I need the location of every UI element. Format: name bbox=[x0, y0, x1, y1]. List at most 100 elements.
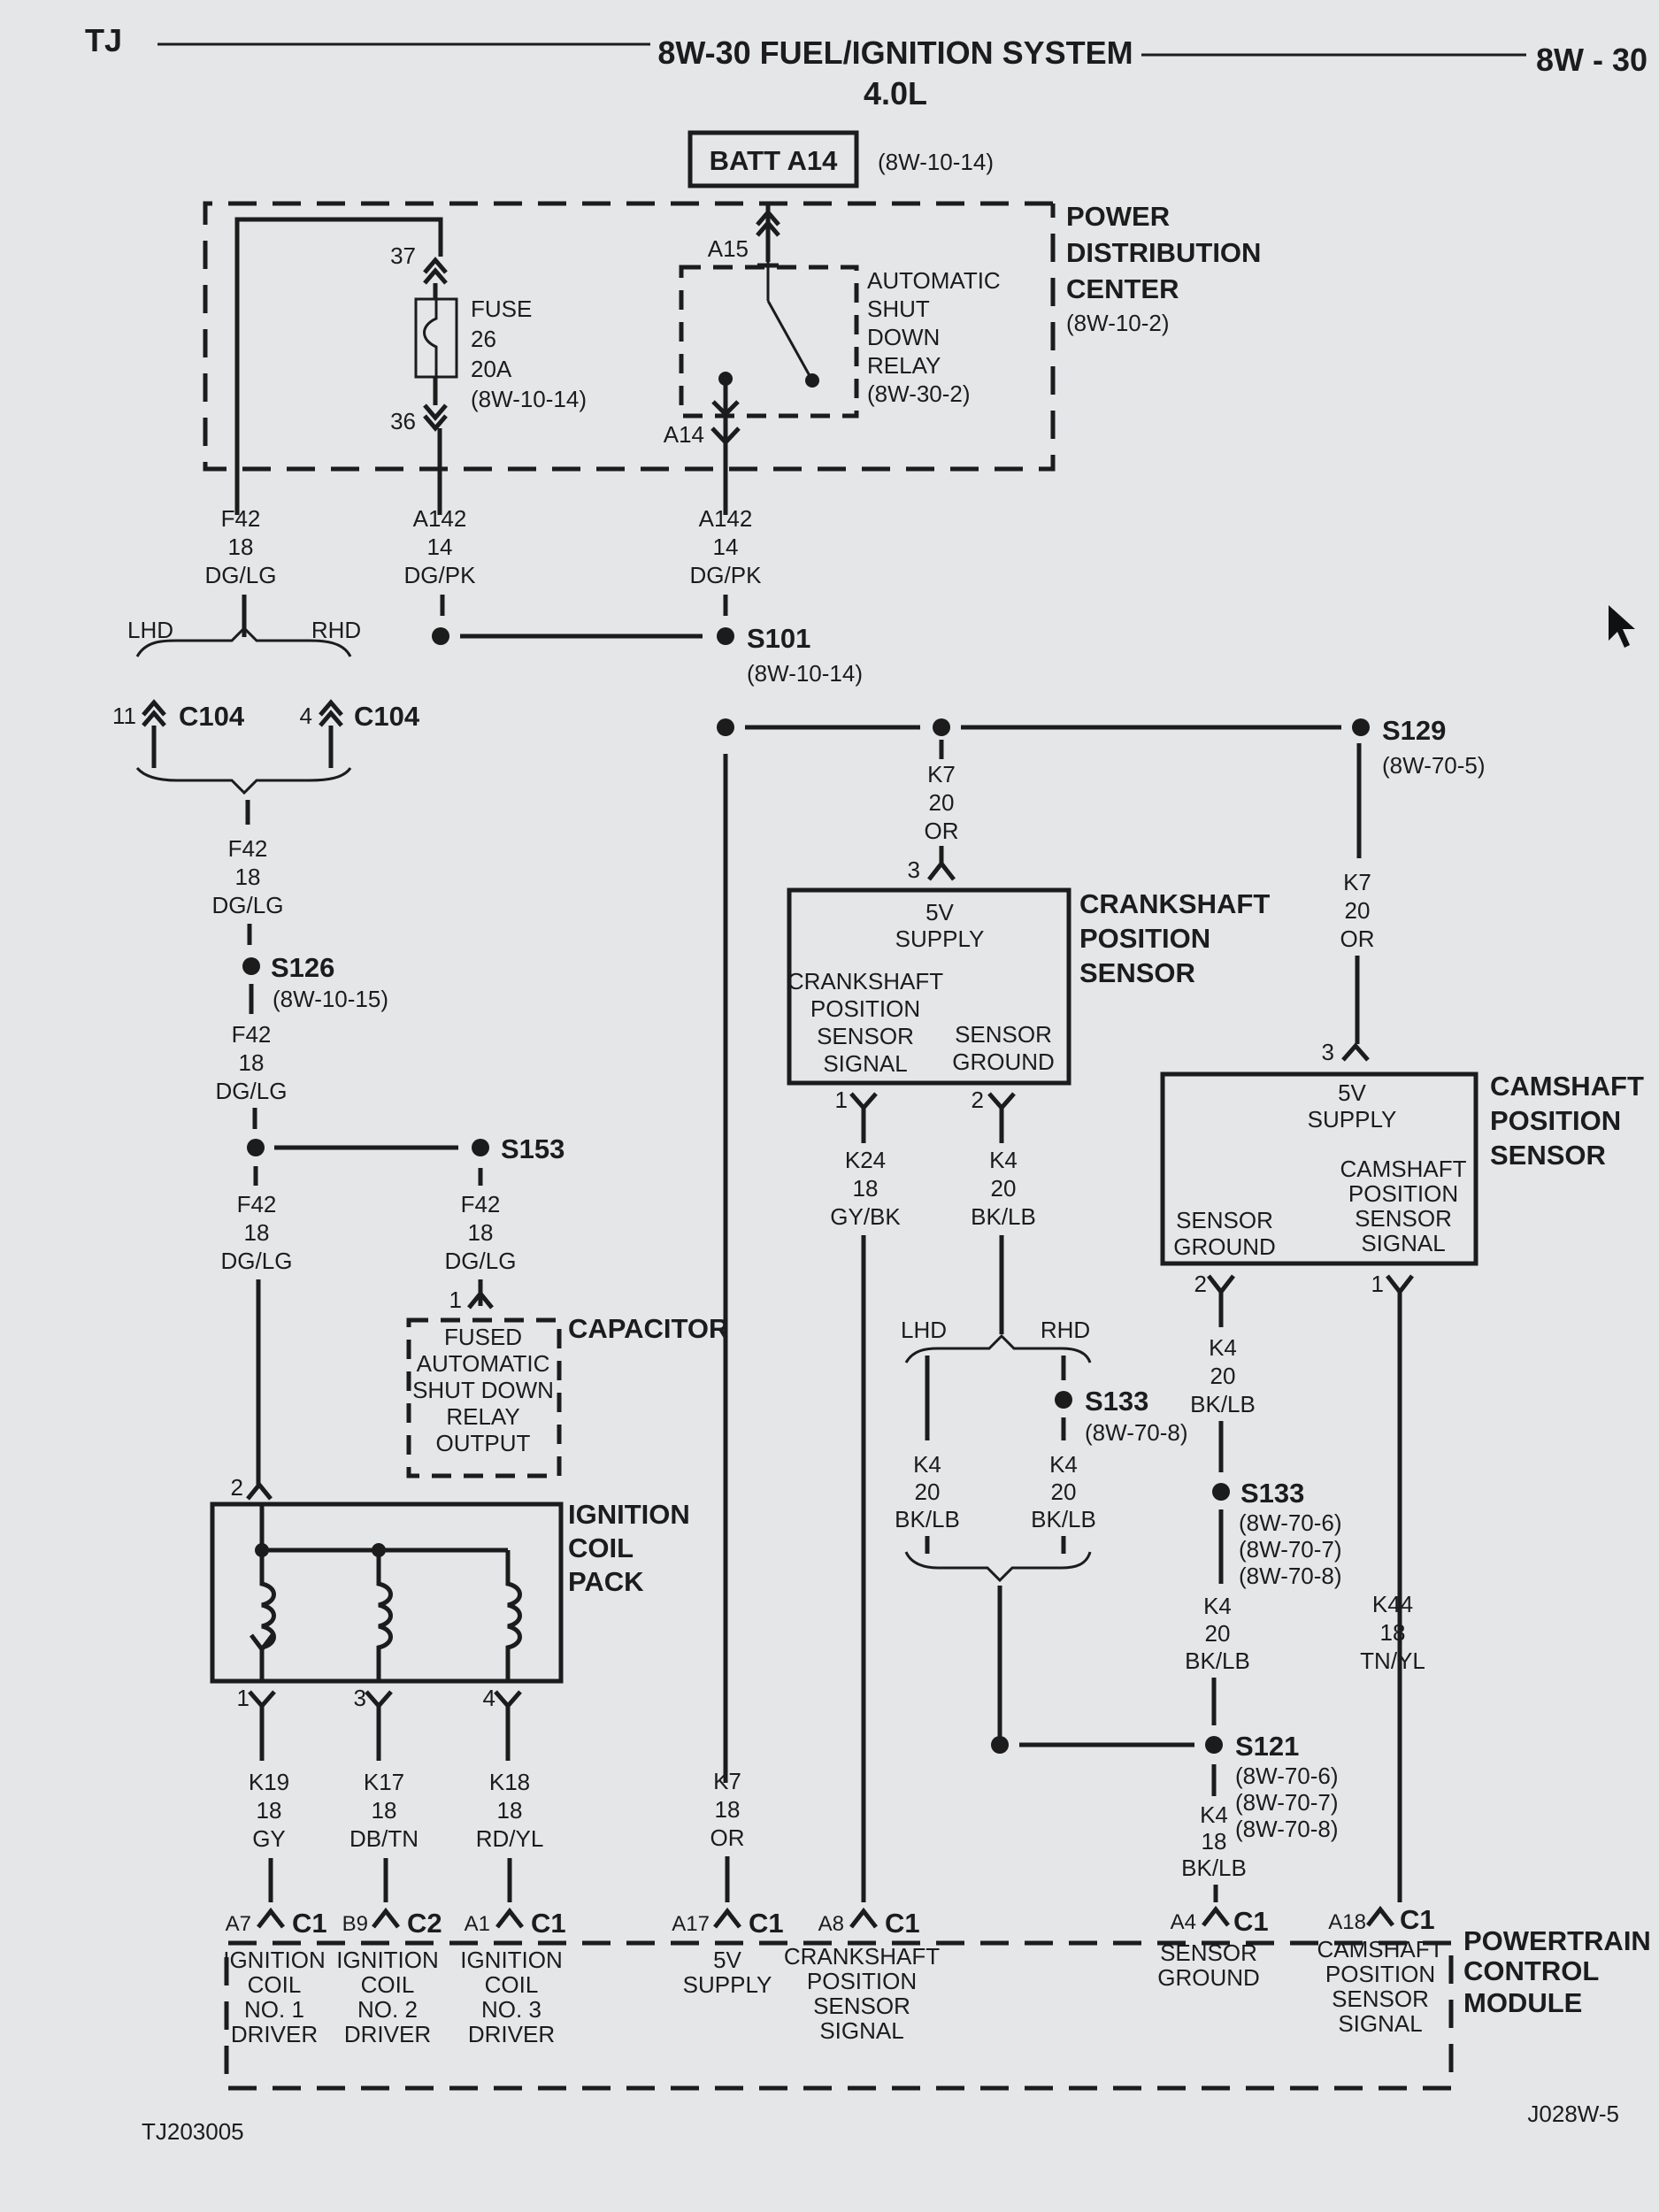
wire-f42d-color: DG/LG bbox=[221, 1248, 293, 1274]
wire-a142b-color: DG/PK bbox=[690, 562, 763, 588]
relay-pin-bottom: A14 bbox=[664, 421, 704, 448]
cmp-pin-signal: 1 bbox=[1371, 1271, 1384, 1297]
f42-chain: F42 18 DG/LG S126 (8W-10-15) F42 18 DG/L… bbox=[212, 835, 565, 1486]
coil-pin-3: 3 bbox=[354, 1685, 366, 1711]
coil-pin-4-connector bbox=[494, 1690, 522, 1709]
pcm-pin-a8-line-1: CRANKSHAFT bbox=[784, 1943, 940, 1970]
splice-s129-dot bbox=[1352, 718, 1370, 736]
relay-label-1: AUTOMATIC bbox=[867, 267, 1001, 294]
splice-s133a-id: S133 bbox=[1085, 1386, 1148, 1417]
ground-variant-split: LHD RHD S133 (8W-70-8) K4 20 BK/LB K4 20… bbox=[895, 1317, 1194, 1754]
ckp-signal-3: SENSOR bbox=[817, 1023, 914, 1049]
cmp-signal-3: SENSOR bbox=[1355, 1205, 1452, 1232]
fuse-element bbox=[423, 299, 438, 377]
ckp-name-3: SENSOR bbox=[1079, 957, 1195, 988]
ckp-signal-2: POSITION bbox=[810, 995, 920, 1022]
c104-left-connector bbox=[142, 699, 166, 727]
wire-k4c-circuit: K4 bbox=[1049, 1451, 1078, 1478]
splice-s101-id: S101 bbox=[747, 623, 810, 654]
c104-right-name: C104 bbox=[354, 701, 420, 732]
coil-pin-3-connector bbox=[365, 1690, 393, 1709]
wire-k18-gauge: 18 bbox=[497, 1797, 523, 1824]
wire-k19-circuit: K19 bbox=[249, 1769, 289, 1795]
wire-k7a-gauge: 20 bbox=[929, 789, 955, 816]
wire-f42a-gauge: 18 bbox=[228, 534, 254, 560]
wire-k4a-circuit: K4 bbox=[989, 1147, 1018, 1173]
pcm-pin-a18-line-3: SENSOR bbox=[1332, 1985, 1429, 2012]
pdc-label-1: POWER bbox=[1066, 201, 1170, 232]
cmp-supply-connector bbox=[1341, 1042, 1370, 1062]
k7-to-pcm: K7 18 OR bbox=[710, 1768, 745, 1902]
splice-dot-a142-left bbox=[432, 627, 449, 645]
wire-k4d-color: BK/LB bbox=[1190, 1391, 1256, 1417]
wire-f42b-color: DG/LG bbox=[212, 892, 284, 918]
power-distribution-center: POWER DISTRIBUTION CENTER (8W-10-2) 37 F… bbox=[203, 201, 1261, 515]
pcm-pin-a18-connector bbox=[1366, 1905, 1394, 1927]
c104-rhd-label: RHD bbox=[311, 617, 361, 643]
ckp-ground-connector bbox=[987, 1092, 1016, 1111]
batt-box bbox=[687, 130, 859, 188]
splice-s133b-ref-2: (8W-70-7) bbox=[1239, 1536, 1342, 1563]
cmp-pin-ground: 2 bbox=[1194, 1271, 1207, 1297]
pcm-pin-a8-line-4: SIGNAL bbox=[819, 2017, 903, 2044]
pcm-pin-a4-line-1: SENSOR bbox=[1160, 1939, 1257, 1966]
page-subtitle: 4.0L bbox=[864, 75, 927, 111]
relay-coil-arrow bbox=[711, 400, 740, 418]
coil-pin-1: 1 bbox=[237, 1685, 250, 1711]
wire-k4b-gauge: 20 bbox=[915, 1479, 941, 1505]
capacitor-name: CAPACITOR bbox=[568, 1313, 728, 1344]
battery-feed: BATT A14 (8W-10-14) bbox=[687, 130, 994, 188]
pcm-label-2: CONTROL bbox=[1463, 1955, 1599, 1986]
wire-a142b-gauge: 14 bbox=[713, 534, 739, 560]
pcm-pin-a1: A1 C1 IGNITION COIL NO. 3 DRIVER bbox=[460, 1907, 566, 2047]
splice-s133a-ref: (8W-70-8) bbox=[1085, 1419, 1188, 1446]
relay-label-3: DOWN bbox=[867, 324, 940, 350]
footer-figure-id: TJ203005 bbox=[142, 2118, 244, 2145]
pcm-pin-a17-line-2: SUPPLY bbox=[683, 1971, 772, 1998]
fuse-label-1: FUSE bbox=[471, 296, 532, 322]
pcm-pin-a4-id: A4 bbox=[1171, 1910, 1196, 1934]
wire-k7c-circuit: K7 bbox=[713, 1768, 741, 1794]
wire-k24-gauge: 18 bbox=[853, 1175, 879, 1202]
wire-k4f-circuit: K4 bbox=[1200, 1801, 1228, 1828]
splice-s133a-dot bbox=[1055, 1391, 1072, 1409]
splice-k7-source-dot bbox=[717, 718, 734, 736]
ckp-ground-2: GROUND bbox=[952, 1048, 1055, 1075]
fuse-pin-bottom: 36 bbox=[390, 408, 416, 434]
pcm-pin-b9-id: B9 bbox=[342, 1912, 368, 1936]
pcm-pin-a4-line-2: GROUND bbox=[1157, 1964, 1260, 1991]
wire-f42c-color: DG/LG bbox=[216, 1078, 288, 1104]
mouse-pointer-icon bbox=[1609, 605, 1635, 648]
fuse-ref: (8W-10-14) bbox=[471, 386, 587, 412]
c104-right-connector bbox=[319, 699, 343, 727]
wire-k4c-gauge: 20 bbox=[1051, 1479, 1077, 1505]
wire-k18-color: RD/YL bbox=[476, 1825, 544, 1852]
ckp-signal-connector bbox=[849, 1092, 878, 1111]
capacitor-line-1: FUSED bbox=[444, 1324, 522, 1350]
coil-3-icon bbox=[505, 1550, 522, 1681]
wire-k4e-circuit: K4 bbox=[1203, 1593, 1232, 1619]
wire-k4f-color: BK/LB bbox=[1181, 1855, 1247, 1881]
pcm-label-1: POWERTRAIN bbox=[1463, 1925, 1651, 1956]
wire-k7c-color: OR bbox=[710, 1824, 745, 1851]
page-title: 8W-30 FUEL/IGNITION SYSTEM bbox=[657, 35, 1133, 71]
pcm-pin-a8: A8 C1 CRANKSHAFT POSITION SENSOR SIGNAL bbox=[784, 1907, 940, 2044]
wire-k44-gauge: 18 bbox=[1380, 1619, 1406, 1646]
relay-outline bbox=[679, 265, 859, 419]
wire-k4b-circuit: K4 bbox=[913, 1451, 941, 1478]
pcm-pin-a8-connector bbox=[849, 1907, 878, 1929]
capacitor-pin: 1 bbox=[449, 1286, 462, 1313]
fuse-top-connector bbox=[423, 257, 448, 285]
pdc-label-2: DISTRIBUTION bbox=[1066, 237, 1261, 268]
pcm-pin-a18-line-1: CAMSHAFT bbox=[1317, 1936, 1444, 1962]
pcm-pin-b9-connector bbox=[372, 1907, 400, 1929]
relay-label-4: RELAY bbox=[867, 352, 941, 379]
pcm-pin-a1-id: A1 bbox=[465, 1912, 490, 1936]
ckp-sensor-box bbox=[787, 887, 1071, 1086]
header-model: TJ bbox=[85, 22, 122, 58]
wire-k4e-gauge: 20 bbox=[1205, 1620, 1231, 1647]
cmp-name-3: SENSOR bbox=[1490, 1140, 1606, 1171]
splice-s126-id: S126 bbox=[271, 952, 334, 983]
wire-f42c-gauge: 18 bbox=[239, 1049, 265, 1076]
pcm-pin-a1-conn: C1 bbox=[531, 1908, 566, 1939]
